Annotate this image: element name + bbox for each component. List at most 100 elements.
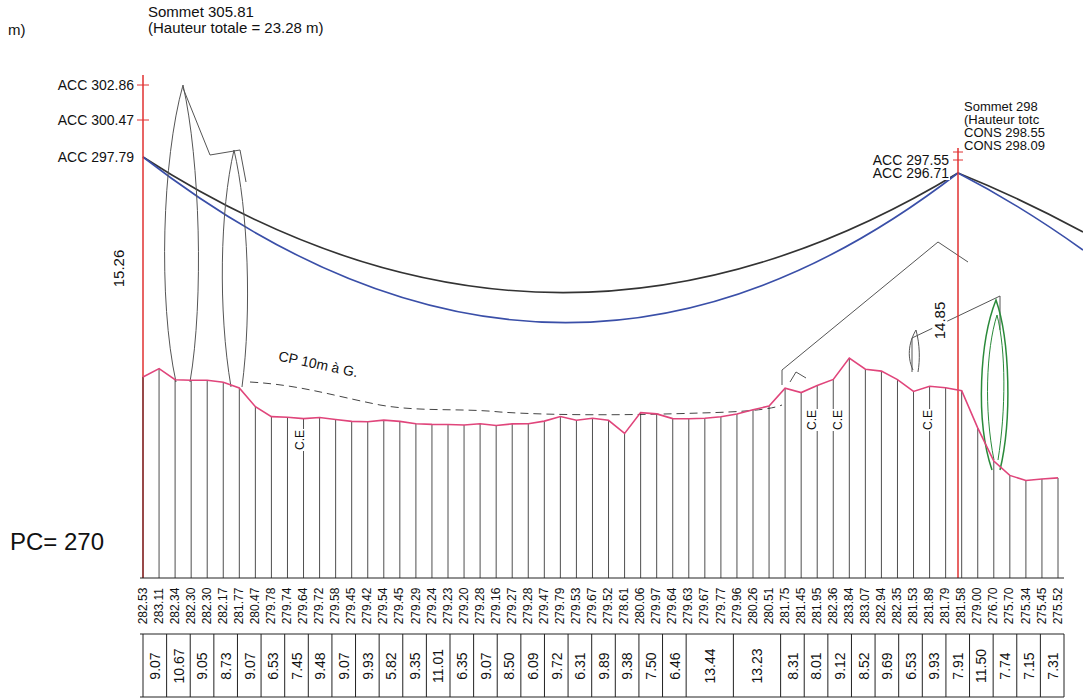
distance-cell: 6.35 — [455, 652, 469, 679]
elevation-cell: 282.30 — [201, 588, 213, 625]
summit-label: Sommet 298 — [964, 100, 1038, 113]
elevation-cell: 275.34 — [1020, 588, 1032, 625]
distance-cell: 10.67 — [171, 648, 185, 683]
elevation-cell: 281.79 — [940, 588, 952, 625]
hatch-line — [496, 426, 497, 578]
elevation-cell: 279.67 — [586, 588, 598, 625]
tree-outline — [222, 150, 247, 387]
distance-cell: 7.50 — [644, 652, 658, 679]
unit-note: m) — [8, 22, 26, 37]
cell-divider — [426, 634, 427, 697]
hatch-line — [367, 422, 368, 578]
cell-divider — [875, 634, 876, 697]
cell-divider — [922, 634, 923, 697]
hatch-line — [592, 418, 593, 578]
hatch-line — [255, 407, 256, 578]
elevation-cell: 276.70 — [988, 588, 1000, 625]
cell-divider — [213, 634, 214, 697]
elevation-cell: 279.53 — [570, 588, 582, 625]
hatch-line — [223, 382, 224, 578]
cell-divider — [261, 634, 262, 697]
pole-tick — [953, 160, 963, 161]
table-rule — [140, 697, 1064, 698]
cell-divider — [450, 634, 451, 697]
building-outline — [790, 372, 806, 382]
cell-divider — [1016, 634, 1017, 697]
elevation-cell: 281.45 — [795, 588, 807, 625]
hatch-line — [913, 391, 914, 578]
hatch-line — [961, 391, 962, 578]
hatch-line — [865, 369, 866, 578]
distance-cell: 9.72 — [549, 652, 563, 679]
hatch-line — [560, 416, 561, 578]
height-note: (Hauteur totale = 23.28 m) — [148, 20, 324, 35]
elevation-cell: 282.53 — [137, 588, 149, 625]
cp-line — [250, 382, 782, 415]
hatch-line — [351, 421, 352, 578]
hatch-line — [801, 393, 802, 578]
hatch-line — [608, 420, 609, 578]
cell-divider — [993, 634, 994, 697]
hatch-line — [175, 380, 176, 578]
hatch-line — [672, 419, 673, 578]
hatch-line — [849, 358, 850, 578]
elevation-cell: 279.63 — [683, 588, 695, 625]
tree-outline — [909, 330, 919, 372]
elevation-cell: 282.17 — [217, 588, 229, 625]
elevation-cell: 279.54 — [378, 588, 390, 625]
ce-mark: C.E — [294, 429, 306, 451]
distance-cell: 11.50 — [974, 649, 988, 683]
hatch-line — [480, 424, 481, 578]
elevation-cell: 279.20 — [458, 588, 470, 625]
elevation-label: ACC 297.55 — [872, 153, 950, 167]
hatch-line — [383, 420, 384, 578]
distance-cell: 7.45 — [290, 652, 304, 679]
distance-cell: 5.82 — [384, 652, 398, 679]
hatch-line — [753, 410, 754, 578]
hatch-line — [399, 421, 400, 578]
pole-tick — [137, 120, 149, 121]
elevation-cell: 282.35 — [891, 588, 903, 625]
pole-tick — [953, 152, 963, 153]
hatch-line — [785, 388, 786, 578]
cell-divider — [898, 634, 899, 697]
cell-divider — [497, 634, 498, 697]
distance-cell: 13.44 — [703, 648, 717, 683]
cell-divider — [851, 634, 852, 697]
conductor-line — [143, 157, 958, 323]
cell-divider — [945, 634, 946, 697]
hatch-line — [640, 413, 641, 578]
cell-divider — [780, 634, 781, 697]
elevation-cell: 279.42 — [362, 588, 374, 625]
hatch-line — [1058, 478, 1059, 578]
elevation-cell: 275.52 — [1052, 588, 1064, 625]
hatch-line — [656, 414, 657, 578]
elevation-cell: 279.45 — [394, 588, 406, 625]
elevation-cell: 279.77 — [715, 588, 727, 625]
distance-cell: 9.93 — [927, 652, 941, 679]
hatch-line — [993, 461, 994, 578]
elevation-cell: 281.95 — [811, 588, 823, 625]
cell-divider — [520, 634, 521, 697]
hatch-line — [544, 421, 545, 578]
distance-cell: 6.09 — [526, 652, 540, 679]
cell-divider — [1064, 634, 1065, 697]
hatch-line — [704, 418, 705, 578]
distance-cell: 8.01 — [809, 652, 823, 679]
ground-profile — [143, 358, 1058, 480]
cell-divider — [827, 634, 828, 697]
elevation-cell: 282.30 — [185, 588, 197, 625]
hatch-line — [576, 420, 577, 578]
distance-cell: 8.50 — [502, 652, 516, 679]
height-dimension: 15.26 — [111, 249, 126, 287]
hatch-line — [191, 380, 192, 578]
hatch-line — [897, 380, 898, 578]
elevation-cell: 279.47 — [538, 588, 550, 625]
cell-divider — [1040, 634, 1041, 697]
hatch-line — [207, 380, 208, 578]
table-rule — [140, 578, 1064, 579]
tree-outline — [988, 315, 1004, 460]
cell-divider — [686, 634, 687, 697]
distance-cell: 6.53 — [904, 652, 918, 679]
building-outline — [782, 242, 968, 385]
